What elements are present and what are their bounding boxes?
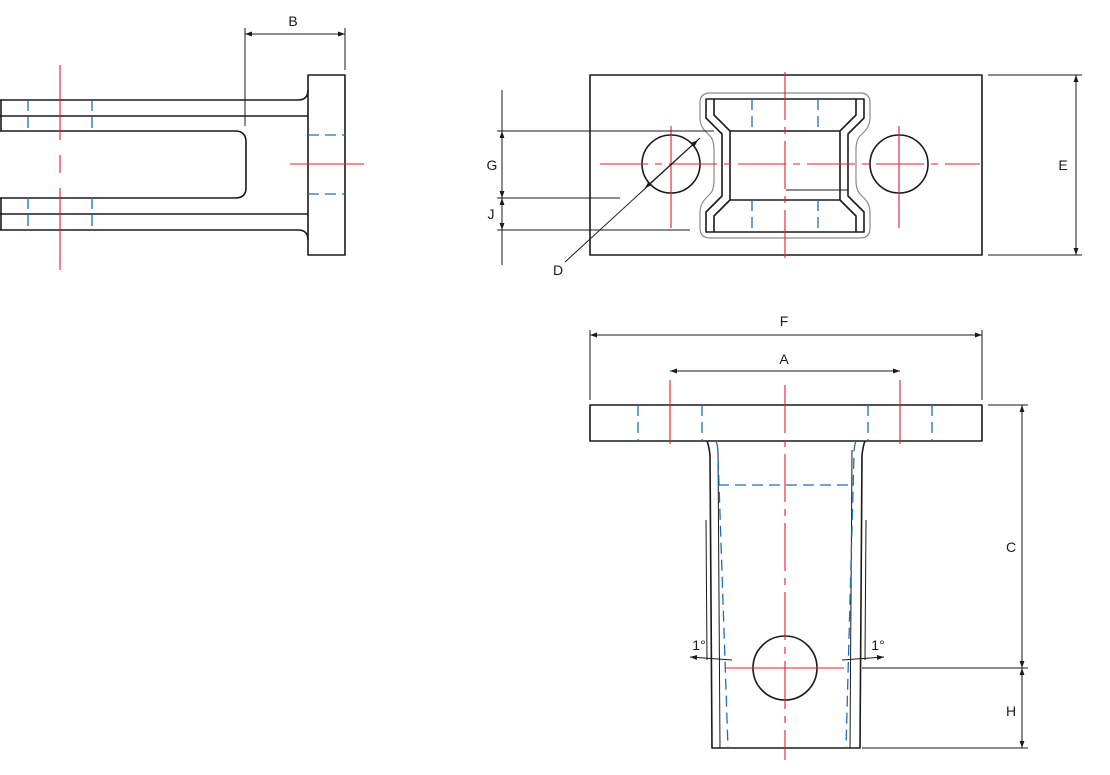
angle-right-line: [841, 655, 885, 661]
top-pocket-contour: [699, 92, 871, 239]
front-body-hidden-right: [845, 440, 857, 749]
front-body-edge-left: [717, 449, 721, 749]
dim-d-leader-ext: [644, 137, 701, 189]
angle-left-label: 1°: [692, 637, 705, 653]
dim-c-label: C: [1006, 539, 1016, 555]
dim-h-label: H: [1006, 703, 1016, 719]
side-lower-arm: [0, 213, 309, 241]
dim-a-label: A: [779, 351, 789, 367]
top-pocket-inner-outer: [705, 98, 865, 233]
front-view: F A C H 1° 1°: [589, 313, 1028, 760]
front-flange: [589, 404, 983, 442]
side-upper-arm: [0, 89, 309, 199]
angle-right-ext: [864, 519, 867, 661]
dim-j-label: J: [488, 206, 495, 222]
angle-left-ext: [705, 519, 708, 661]
front-body: [706, 440, 866, 749]
front-body-hidden-left: [715, 440, 729, 749]
angle-left-line: [689, 655, 733, 661]
dim-b-label: B: [288, 13, 297, 29]
top-outline: [589, 74, 983, 256]
side-view: B: [0, 13, 364, 270]
dim-g-label: G: [487, 157, 498, 173]
angle-right-label: 1°: [871, 637, 884, 653]
front-body-edge-right: [849, 449, 853, 749]
side-flange: [307, 74, 346, 256]
dim-d-label: D: [553, 262, 563, 278]
top-view: E G J D: [487, 72, 1082, 278]
dim-f-label: F: [780, 313, 789, 329]
dim-e-label: E: [1058, 157, 1067, 173]
